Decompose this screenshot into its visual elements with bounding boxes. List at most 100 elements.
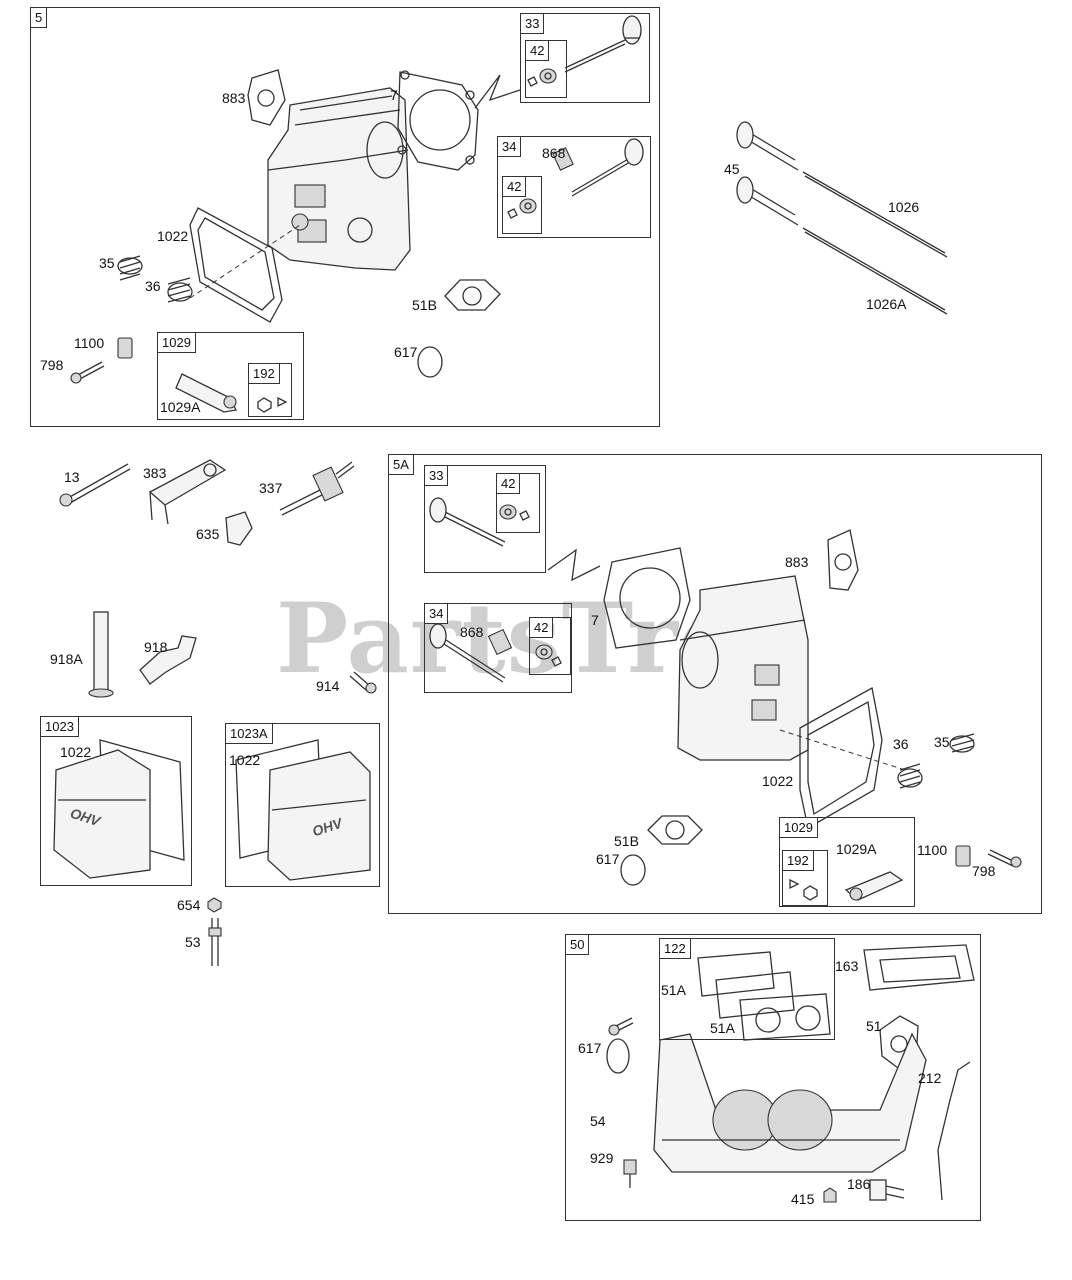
fitting-415-icon bbox=[823, 1187, 837, 1203]
part-label: 1029A bbox=[836, 841, 877, 857]
group-box-33: 33 bbox=[424, 465, 546, 573]
part-label: 36 bbox=[145, 278, 161, 294]
part-label: 1022 bbox=[157, 228, 189, 244]
part-label: 883 bbox=[785, 554, 809, 570]
part-label: 617 bbox=[596, 851, 620, 867]
part-label: 1029A bbox=[160, 399, 201, 415]
part-label: 1022 bbox=[762, 773, 794, 789]
part-label: 51A bbox=[710, 1020, 735, 1036]
part-label: 51B bbox=[412, 297, 437, 313]
part-label: 883 bbox=[222, 90, 246, 106]
o-ring-617c-icon bbox=[606, 1038, 630, 1074]
cylinder-head-5a-icon bbox=[677, 575, 809, 761]
keeper-42b-icon bbox=[507, 198, 537, 219]
group-tag: 33 bbox=[520, 13, 545, 34]
intake-gasket-51b-5a-icon bbox=[647, 815, 703, 845]
part-label: 918 bbox=[144, 639, 168, 655]
boot-635-icon bbox=[225, 511, 253, 546]
pushrod-1026-icon bbox=[802, 171, 948, 315]
group-tag: 42 bbox=[502, 176, 527, 197]
group-box-42: 42 bbox=[496, 473, 540, 533]
group-tag: 34 bbox=[424, 603, 449, 624]
part-label: 7 bbox=[591, 612, 599, 628]
group-tag: 50 bbox=[565, 934, 590, 955]
spring-36-icon bbox=[167, 277, 193, 303]
part-label: 415 bbox=[791, 1191, 815, 1207]
part-label: 617 bbox=[578, 1040, 602, 1056]
part-label: 1026 bbox=[888, 199, 920, 215]
valve-33a-icon bbox=[564, 15, 642, 73]
o-ring-617b-icon bbox=[620, 854, 646, 886]
part-label: 45 bbox=[724, 161, 740, 177]
screw-54-icon bbox=[608, 1017, 634, 1036]
group-box-1023a: 1023A bbox=[225, 723, 380, 887]
part-label: 54 bbox=[590, 1113, 606, 1129]
o-ring-617a-icon bbox=[417, 346, 443, 378]
group-box-42: 42 bbox=[525, 40, 567, 98]
elbow-186-icon bbox=[869, 1179, 905, 1201]
leader-zigzag bbox=[474, 74, 521, 109]
head-gasket-icon bbox=[397, 70, 479, 171]
part-label: 798 bbox=[972, 863, 996, 879]
gasket-163-icon bbox=[863, 944, 975, 991]
group-tag: 192 bbox=[782, 850, 814, 871]
group-tag: 5 bbox=[30, 7, 48, 28]
group-box-42: 42 bbox=[529, 617, 571, 675]
rocker-cover-gasket-icon bbox=[189, 207, 283, 323]
tube-918-icon bbox=[139, 635, 197, 685]
group-tag: 122 bbox=[659, 938, 691, 959]
group-box-1029: 1029 bbox=[779, 817, 915, 907]
group-tag: 1029 bbox=[779, 817, 818, 838]
part-label: 868 bbox=[542, 145, 566, 161]
part-label: 918A bbox=[50, 651, 83, 667]
gasket-883-icon bbox=[247, 69, 286, 126]
nut-192a-icon bbox=[257, 396, 288, 413]
part-label: 13 bbox=[64, 469, 80, 485]
valve-cover-1023-icon bbox=[53, 739, 185, 879]
group-tag: 42 bbox=[496, 473, 521, 494]
part-label: 337 bbox=[259, 480, 283, 496]
spark-plug-337-icon bbox=[279, 461, 355, 516]
part-label: 1026A bbox=[866, 296, 907, 312]
group-tag: 1029 bbox=[157, 332, 196, 353]
part-label: 53 bbox=[185, 934, 201, 950]
rocker-gasket-5a-icon bbox=[799, 686, 883, 830]
valve-34a-icon bbox=[552, 138, 644, 197]
group-tag: 1023A bbox=[225, 723, 273, 744]
gasket-883b-icon bbox=[827, 529, 859, 591]
part-label: 186 bbox=[847, 1176, 871, 1192]
group-tag: 192 bbox=[248, 363, 280, 384]
group-tag: 42 bbox=[525, 40, 550, 61]
part-label: 914 bbox=[316, 678, 340, 694]
keeper-42a-icon bbox=[527, 68, 557, 87]
stud-53-icon bbox=[208, 918, 222, 966]
screw-929-icon bbox=[623, 1159, 637, 1188]
spring-35-icon bbox=[117, 255, 143, 281]
valve-cover-1023a-icon bbox=[235, 739, 371, 881]
head-gasket-5a-icon bbox=[603, 547, 691, 649]
part-label: 36 bbox=[893, 736, 909, 752]
breather-tube-383-icon bbox=[148, 459, 227, 525]
clip-1100a-icon bbox=[117, 337, 133, 359]
group-box-5: 5 bbox=[30, 7, 660, 427]
part-label: 798 bbox=[40, 357, 64, 373]
part-label: 929 bbox=[590, 1150, 614, 1166]
leader-zigzag-5a bbox=[547, 548, 601, 582]
group-tag: 5A bbox=[388, 454, 414, 475]
part-label: 868 bbox=[460, 624, 484, 640]
part-label: 51B bbox=[614, 833, 639, 849]
rocker-arm-1029b-icon bbox=[844, 871, 904, 901]
group-box-50: 50 bbox=[565, 934, 981, 1221]
intake-manifold-icon bbox=[653, 1032, 927, 1173]
spring-36b-icon bbox=[897, 763, 923, 789]
cylinder-head-icon bbox=[267, 87, 411, 271]
group-box-192: 192 bbox=[248, 363, 292, 417]
nut-192b-icon bbox=[789, 878, 818, 901]
group-tag: 34 bbox=[497, 136, 522, 157]
group-box-192: 192 bbox=[782, 850, 828, 906]
group-box-42: 42 bbox=[502, 176, 542, 234]
nut-654-icon bbox=[207, 897, 222, 913]
intake-gasket-51b-icon bbox=[444, 279, 501, 311]
part-label: 1022 bbox=[229, 752, 261, 768]
part-label: 383 bbox=[143, 465, 167, 481]
